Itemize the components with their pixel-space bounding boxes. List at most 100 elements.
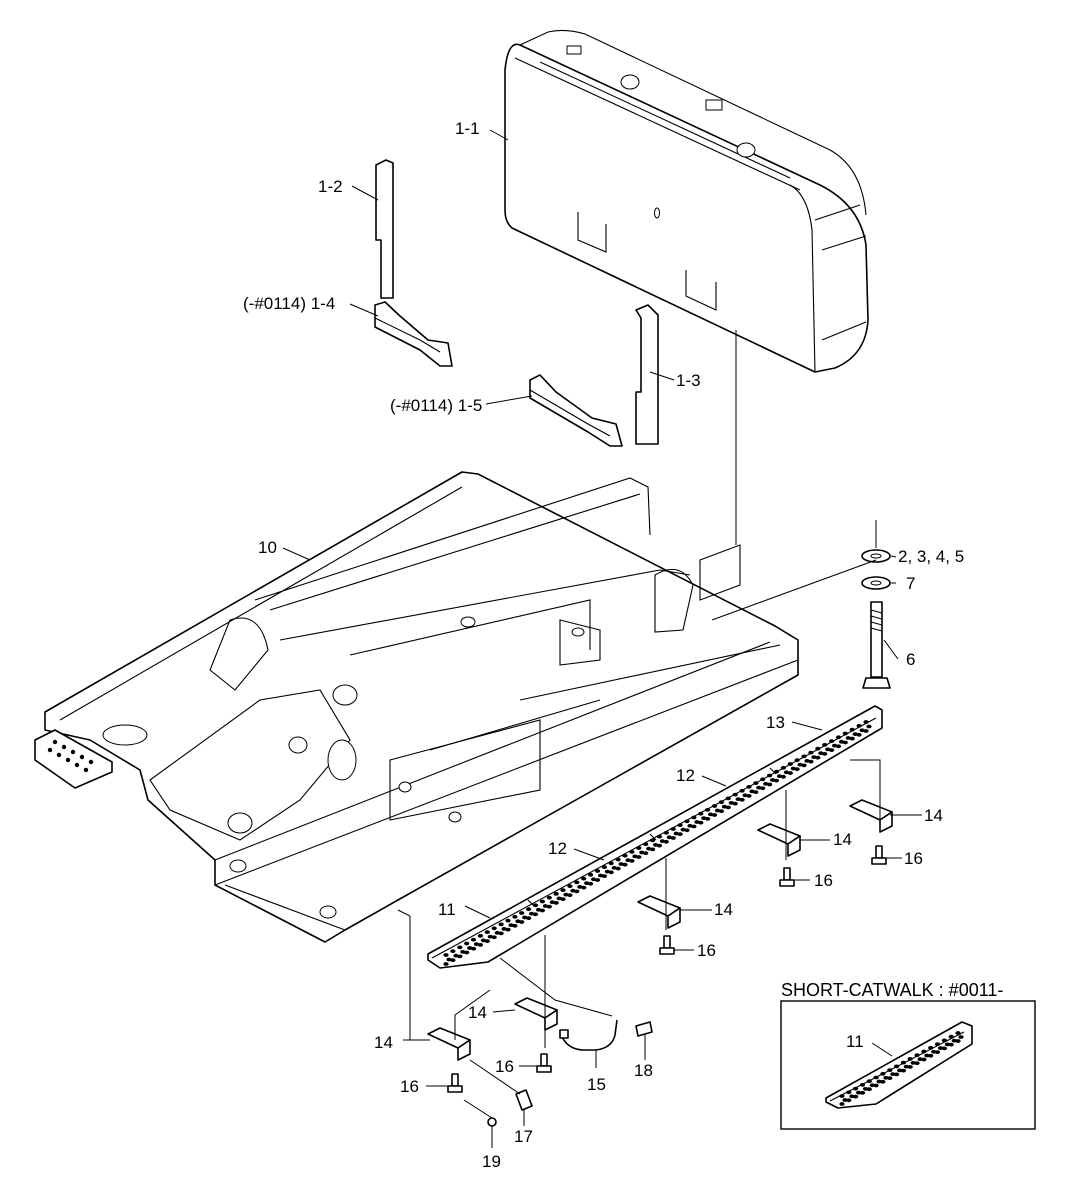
perforation-hole (794, 758, 800, 763)
perforation-hole (666, 835, 672, 840)
perforation-hole (505, 918, 511, 923)
perforation-hole (849, 727, 855, 732)
perforation-hole (464, 950, 470, 955)
perforation-hole (907, 1057, 913, 1061)
perforation-hole (760, 777, 766, 782)
bolt-part[interactable] (779, 867, 795, 887)
perforation-hole (529, 911, 535, 916)
perforation-hole (941, 1038, 948, 1043)
perforation-hole (535, 907, 542, 912)
perforation-hole (711, 813, 718, 817)
perforation-hole (532, 903, 539, 908)
perforation-hole (862, 1087, 869, 1091)
label-2-3-4-5: 2, 3, 4, 5 (898, 547, 964, 566)
perforation-hole (698, 820, 704, 825)
spacer-part[interactable] (861, 576, 891, 590)
pad-part-1-2[interactable] (375, 159, 394, 299)
perforation-hole (770, 778, 776, 782)
perforation-hole (643, 842, 649, 847)
bolt-part[interactable] (871, 845, 887, 865)
short-catwalk-perforations (839, 1031, 964, 1106)
perforation-hole (832, 743, 838, 748)
label-1-2: 1-2 (318, 177, 343, 196)
perforation-hole (522, 915, 528, 920)
perforation-hole (787, 762, 793, 766)
bolt-part[interactable] (447, 1073, 463, 1093)
perforation-hole (839, 1094, 845, 1098)
perforation-hole (625, 858, 631, 863)
perforation-hole (526, 916, 532, 921)
perforation-hole (897, 1068, 903, 1073)
perforation-hole (842, 731, 848, 736)
handle-rod-part[interactable] (559, 1019, 618, 1051)
perforation-hole (611, 865, 617, 870)
perforation-hole (780, 774, 787, 779)
pad-part-1-3[interactable] (635, 304, 659, 445)
perforation-hole (914, 1061, 920, 1066)
perforation-hole (714, 808, 721, 813)
bracket-part[interactable] (427, 1027, 471, 1061)
part-labels: 1-1 1-2 1-3 (-#0114) 1-4 (-#0114) 1-5 2,… (243, 119, 964, 1171)
pad-part-1-5[interactable] (529, 374, 623, 447)
perforation-hole (498, 922, 504, 927)
perforation-hole (443, 953, 449, 957)
perforation-hole (880, 1071, 886, 1076)
bolt-part[interactable] (536, 1053, 552, 1073)
pad-part-1-4[interactable] (374, 301, 453, 367)
perforation-hole (739, 788, 745, 793)
perforation-hole (684, 819, 690, 824)
perforation-hole (859, 728, 865, 733)
perforation-hole (567, 893, 573, 898)
washer-part[interactable] (861, 549, 891, 563)
perforation-hole (457, 945, 463, 950)
perforation-hole (591, 877, 597, 882)
label-1-5: (-#0114) 1-5 (390, 396, 482, 415)
screw-part[interactable] (515, 1089, 533, 1111)
perforation-hole (773, 778, 780, 783)
perforation-hole (839, 1102, 845, 1106)
perforation-hole (928, 1045, 934, 1050)
perforation-hole (951, 1038, 957, 1043)
bolt-part[interactable] (635, 1021, 653, 1037)
bracket-part[interactable] (849, 799, 893, 833)
perforation-hole (887, 1068, 893, 1072)
perforation-hole (636, 855, 642, 859)
perforation-hole (921, 1049, 927, 1054)
perforation-hole (732, 792, 738, 797)
perforation-hole (574, 880, 580, 885)
perforation-hole (691, 815, 697, 820)
perforation-hole (937, 1046, 944, 1050)
left-step-part[interactable] (34, 729, 113, 789)
perforation-hole (567, 884, 573, 889)
perforation-hole (735, 797, 741, 801)
inset-title: SHORT-CATWALK : #0011- (781, 980, 1003, 1000)
perforation-hole (532, 912, 539, 917)
label-16-d: 16 (495, 1057, 514, 1076)
bracket-part[interactable] (514, 997, 558, 1031)
label-14-a: 14 (924, 806, 943, 825)
perforation-hole (601, 874, 608, 878)
perforation-hole (560, 897, 566, 901)
bolt-part[interactable] (862, 601, 891, 689)
perforation-hole (797, 762, 803, 767)
perforation-hole (646, 846, 652, 851)
perforation-hole (549, 900, 555, 905)
perforation-hole (756, 785, 762, 790)
counterweight-part[interactable] (504, 29, 869, 373)
perforation-hole (903, 1064, 910, 1069)
perforation-hole (684, 828, 690, 833)
bracket-part[interactable] (757, 823, 801, 857)
perforation-hole (570, 888, 576, 893)
perforation-hole (656, 843, 663, 848)
label-19: 19 (482, 1152, 501, 1171)
upper-frame-part[interactable] (44, 471, 799, 943)
pin-part[interactable] (487, 1117, 497, 1127)
bracket-part[interactable] (637, 895, 681, 929)
perforation-hole (815, 746, 821, 751)
perforation-hole (711, 804, 718, 808)
bolt-part[interactable] (659, 935, 675, 955)
label-14-d: 14 (468, 1003, 487, 1022)
perforation-hole (505, 927, 511, 932)
perforation-hole (446, 957, 452, 962)
